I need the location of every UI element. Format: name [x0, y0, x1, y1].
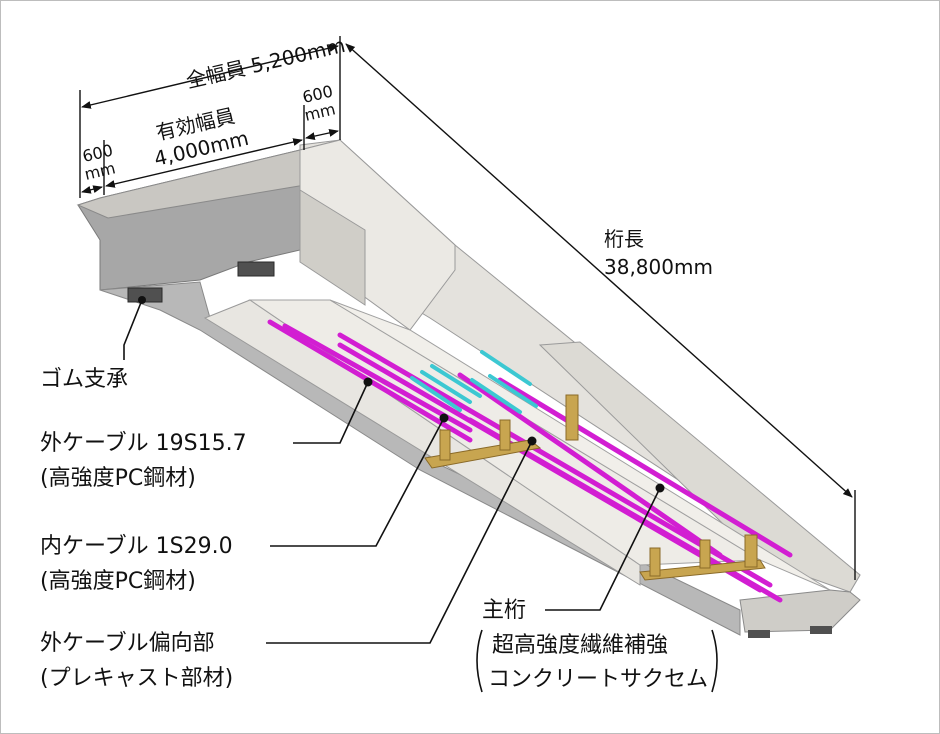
main-girder-material-1: 超高強度繊維補強	[492, 633, 668, 658]
internal-cable-label: 内ケーブル 1S29.0	[40, 534, 233, 559]
left-margin-dim-line	[81, 185, 103, 194]
girder-illustration	[76, 139, 861, 638]
rubber-bearing-far-1	[748, 630, 770, 638]
bottom-flange-near	[99, 281, 741, 636]
effective-width-dim-line	[105, 138, 303, 188]
right-margin-dim-line	[305, 129, 339, 140]
rubber-bearing-right	[237, 261, 275, 277]
dimension-lines	[79, 36, 856, 580]
main-girder-label: 主桁	[482, 598, 526, 623]
far-end-face	[739, 589, 861, 633]
rubber-bearing-label: ゴム支承	[40, 367, 128, 392]
girder-length-label: 桁長	[604, 227, 644, 251]
deviator-material: (プレキャスト部材)	[40, 666, 233, 691]
girder-length-value: 38,800mm	[604, 255, 713, 279]
internal-cable-material: (高強度PC鋼材)	[40, 569, 196, 594]
callout-leaders	[123, 296, 718, 693]
girder-length-dim-line	[345, 43, 853, 498]
deviator-label: 外ケーブル偏向部	[40, 631, 215, 656]
callout-labels: ゴム支承 外ケーブル 19S15.7 (高強度PC鋼材) 内ケーブル 1S29.…	[40, 367, 708, 692]
external-cable-label: 外ケーブル 19S15.7	[40, 431, 247, 456]
main-girder-material-2: コンクリートサクセム	[488, 667, 708, 692]
total-width-dim-line	[81, 44, 339, 109]
rubber-bearing-far-2	[810, 626, 832, 634]
external-cable-material: (高強度PC鋼材)	[40, 466, 196, 491]
